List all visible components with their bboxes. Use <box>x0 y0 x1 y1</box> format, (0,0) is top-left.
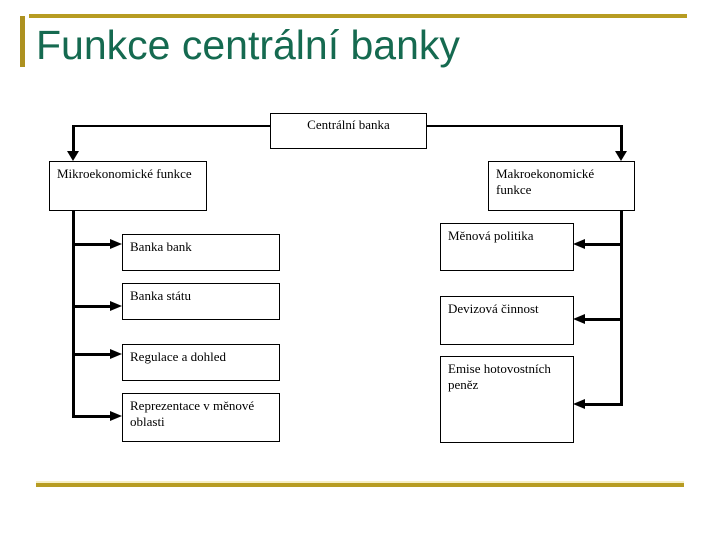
box-label: Banka bank <box>130 239 192 254</box>
diagram-box-reprezentace: Reprezentace v měnové oblasti <box>122 393 280 442</box>
diagram-box-regulace-a-dohled: Regulace a dohled <box>122 344 280 381</box>
connector-root-to-left <box>73 125 270 127</box>
arrowhead-right-icon <box>110 411 122 421</box>
arrowhead-left-icon <box>573 314 585 324</box>
box-label: Banka státu <box>130 288 192 303</box>
diagram-box-banka-statu: Banka státu <box>122 283 280 320</box>
box-label: Reprezentace v měnové oblasti <box>130 398 255 430</box>
arrowhead-left-icon <box>573 399 585 409</box>
arrowhead-right-icon <box>110 349 122 359</box>
connector-regulace <box>72 353 110 356</box>
diagram-box-central-bank: Centrální banka <box>270 113 427 149</box>
arrowhead-down-right-icon <box>615 151 627 161</box>
box-label: Makroekonomické funkce <box>496 166 595 198</box>
slide-title: Funkce centrální banky <box>36 22 460 68</box>
box-label: Regulace a dohled <box>130 349 227 364</box>
connector-drop-right <box>620 125 623 152</box>
diagram-box-micro-functions: Mikroekonomické funkce <box>49 161 207 211</box>
top-accent-line <box>29 14 687 18</box>
box-label: Mikroekonomické funkce <box>57 166 192 181</box>
connector-banka-bank <box>72 243 110 246</box>
connector-trunk-right <box>620 211 623 406</box>
connector-emise <box>585 403 622 406</box>
arrowhead-right-icon <box>110 301 122 311</box>
connector-root-to-right <box>427 125 623 127</box>
connector-menova <box>585 243 622 246</box>
connector-devizova <box>585 318 622 321</box>
box-label: Centrální banka <box>307 117 390 132</box>
diagram-box-emise-penez: Emise hotovostních peněz <box>440 356 574 443</box>
box-label: Měnová politika <box>448 228 534 243</box>
connector-trunk-left <box>72 211 75 418</box>
diagram-box-banka-bank: Banka bank <box>122 234 280 271</box>
box-label: Devizová činnost <box>448 301 539 316</box>
bottom-accent-line <box>36 483 684 487</box>
arrowhead-down-left-icon <box>67 151 79 161</box>
connector-drop-left <box>72 125 75 152</box>
connector-banka-statu <box>72 305 110 308</box>
diagram-box-menova-politika: Měnová politika <box>440 223 574 271</box>
title-accent-bar <box>20 16 25 67</box>
box-label: Emise hotovostních peněz <box>448 361 551 393</box>
diagram-box-macro-functions: Makroekonomické funkce <box>488 161 635 211</box>
connector-reprezentace <box>72 415 110 418</box>
diagram-box-devizova-cinnost: Devizová činnost <box>440 296 574 345</box>
arrowhead-left-icon <box>573 239 585 249</box>
bottom-accent-line-pale <box>36 481 684 483</box>
arrowhead-right-icon <box>110 239 122 249</box>
